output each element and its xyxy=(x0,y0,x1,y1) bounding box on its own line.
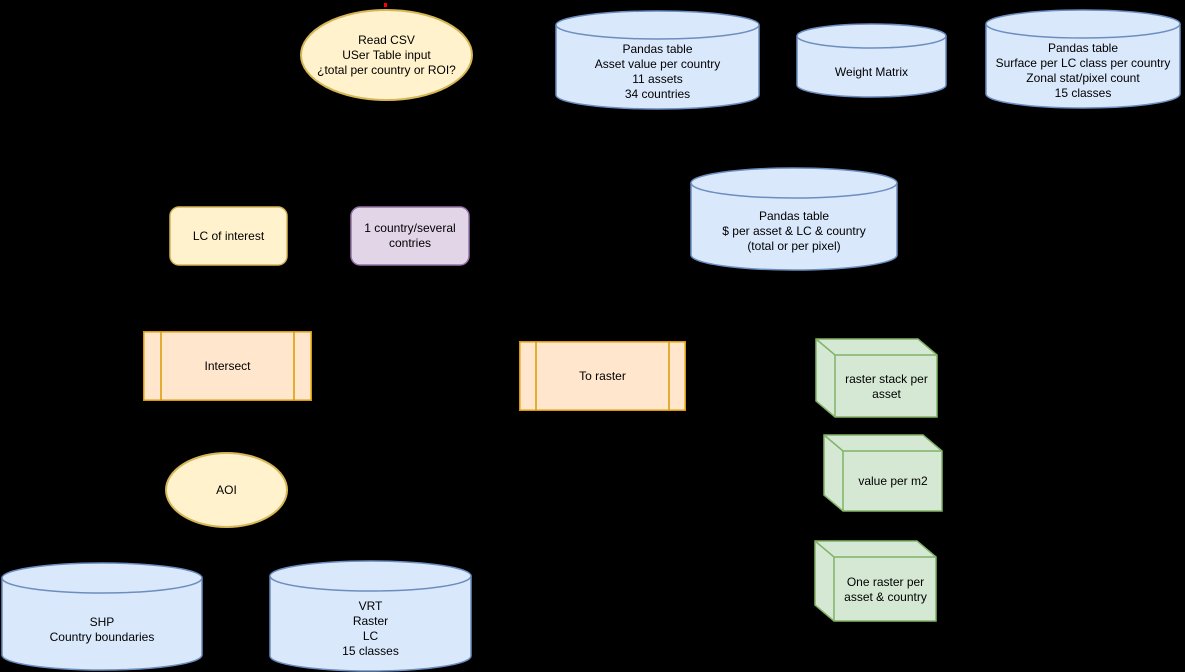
process-shape xyxy=(143,331,312,401)
cylinder-shape xyxy=(555,10,760,110)
node-pandas-asset-value[interactable]: Pandas table Asset value per country 11 … xyxy=(555,10,760,110)
cylinder-shape xyxy=(269,560,472,672)
cylinder-shape xyxy=(690,167,898,271)
node-aoi[interactable]: AOI xyxy=(165,452,288,528)
rounded-rect-shape xyxy=(169,206,288,266)
node-country-selection[interactable]: 1 country/several contries xyxy=(350,206,470,266)
cylinder-shape xyxy=(1,562,203,671)
node-one-raster-cube[interactable]: One raster per asset & country xyxy=(814,540,937,622)
node-weight-matrix[interactable]: Weight Matrix xyxy=(796,23,947,98)
cylinder-shape xyxy=(796,23,947,98)
node-shp-boundaries[interactable]: SHP Country boundaries xyxy=(1,562,203,671)
node-raster-stack-cube[interactable]: raster stack per asset xyxy=(815,338,938,418)
node-intersect-process[interactable]: Intersect xyxy=(143,331,312,401)
ellipse-shape xyxy=(165,452,288,528)
cube-shape xyxy=(823,434,943,512)
node-pandas-dollar[interactable]: Pandas table $ per asset & LC & country … xyxy=(690,167,898,271)
rounded-rect-shape xyxy=(350,206,470,266)
connector-endpoint-marker xyxy=(384,3,387,7)
ellipse-shape xyxy=(300,9,473,101)
cylinder-shape xyxy=(985,9,1181,109)
node-to-raster-process[interactable]: To raster xyxy=(519,341,686,411)
node-pandas-surface[interactable]: Pandas table Surface per LC class per co… xyxy=(985,9,1181,109)
node-value-per-m2-cube[interactable]: value per m2 xyxy=(823,434,943,512)
node-vrt-raster[interactable]: VRT Raster LC 15 classes xyxy=(269,560,472,672)
cube-shape xyxy=(815,338,938,418)
node-lc-of-interest[interactable]: LC of interest xyxy=(169,206,288,266)
cube-shape xyxy=(814,540,937,622)
process-shape xyxy=(519,341,686,411)
node-read-csv[interactable]: Read CSV USer Table input ¿total per cou… xyxy=(300,9,473,101)
